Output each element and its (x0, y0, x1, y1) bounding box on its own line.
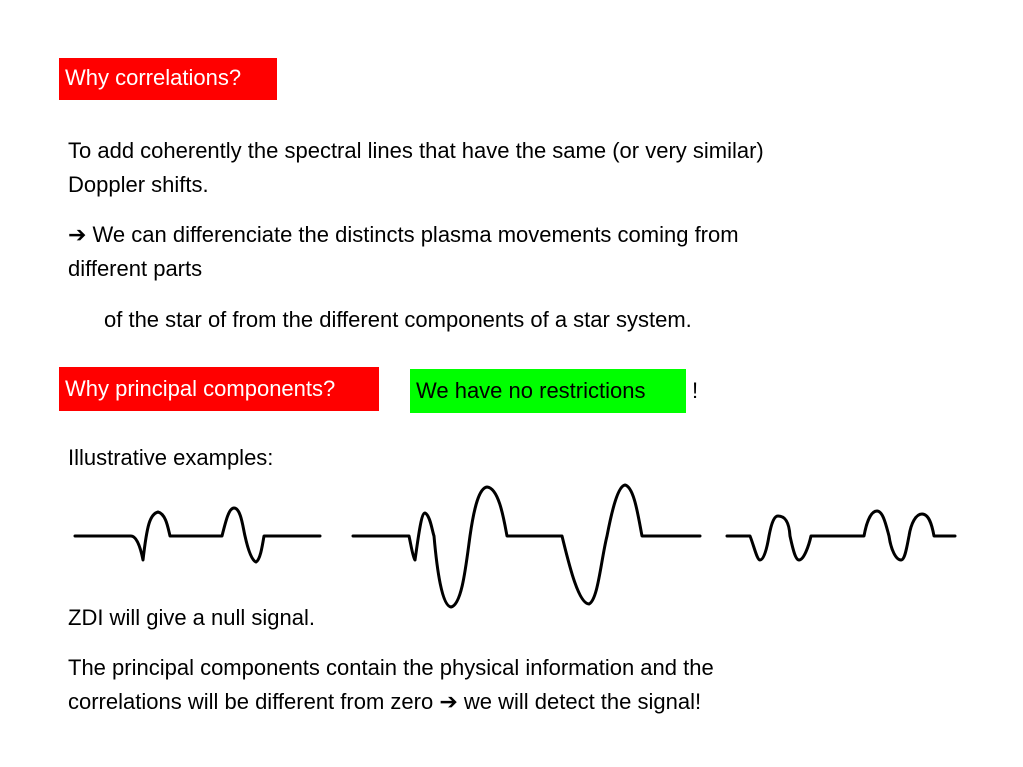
final-line1: The principal components contain the phy… (68, 655, 714, 680)
para2-line1: ➔ We can differenciate the distincts pla… (68, 218, 739, 252)
arrow-icon: ➔ (439, 689, 458, 714)
para1-line2: Doppler shifts. (68, 172, 209, 197)
para2-line2: different parts (68, 256, 203, 281)
illustrative-examples-label: Illustrative examples: (68, 445, 274, 470)
para2-line1-text: We can differenciate the distincts plasm… (86, 222, 739, 247)
profile-b (351, 483, 702, 609)
final-line2-part2: we will detect the signal! (457, 689, 702, 714)
arrow-icon: ➔ (68, 222, 87, 247)
para1-line1: To add coherently the spectral lines tha… (68, 138, 764, 163)
para2-line3: of the star of from the different compon… (104, 307, 692, 332)
exclamation-mark: ! (692, 378, 699, 403)
line-profiles-figure (73, 483, 957, 609)
zdi-null-signal: ZDI will give a null signal. (68, 605, 315, 630)
heading-why-correlations: Why correlations? (59, 58, 277, 100)
final-line2-part1: correlations will be different from zero (68, 689, 440, 714)
heading-why-principal-components: Why principal components? (59, 367, 379, 411)
profile-c (725, 509, 957, 562)
final-line2: correlations will be different from zero… (68, 685, 701, 719)
no-restrictions-highlight: We have no restrictions (410, 369, 686, 413)
profile-a (73, 506, 322, 564)
